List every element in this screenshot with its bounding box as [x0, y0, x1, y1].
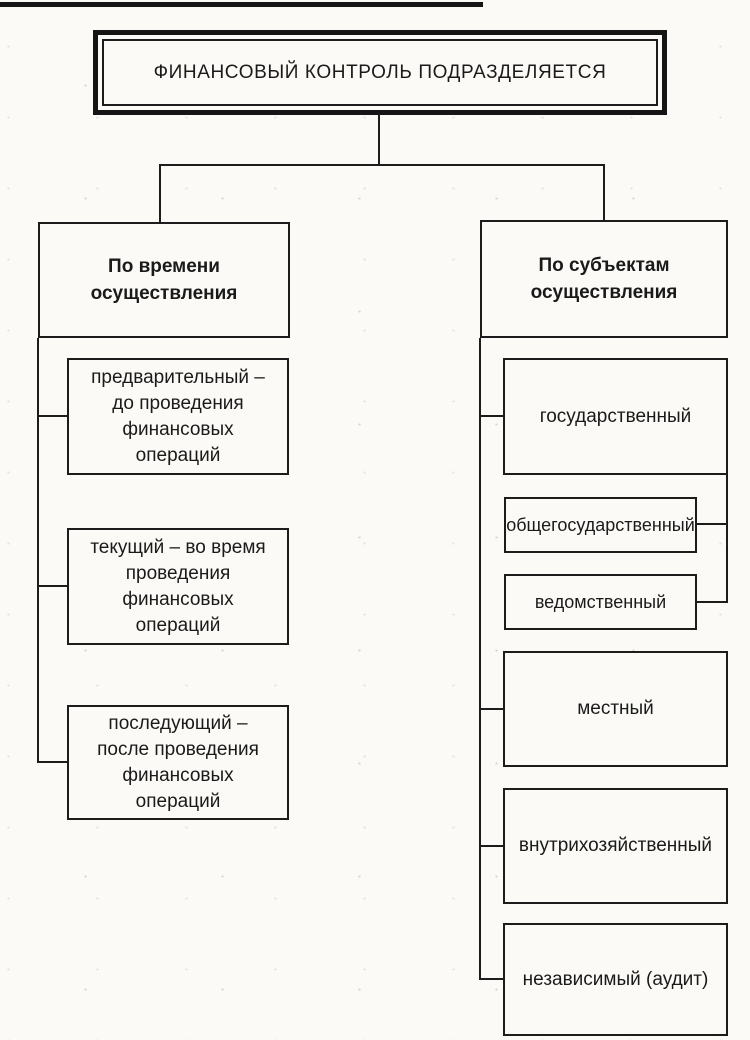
node-independent-audit: независимый (аудит)	[503, 923, 728, 1036]
connector-stub-current	[38, 585, 68, 587]
title-box: ФИНАНСОВЫЙ КОНТРОЛЬ ПОДРАЗДЕЛЯЕТСЯ	[93, 30, 667, 115]
branch-header-by-time: По времени осуществления	[38, 222, 290, 338]
connector-left-drop	[159, 164, 161, 224]
connector-stub-independent	[480, 978, 504, 980]
connector-right-drop	[603, 164, 605, 222]
node-internal: внутрихозяйственный	[503, 788, 728, 904]
node-subsequent: последующий – после проведения финансовы…	[67, 705, 289, 820]
connector-subbranch-bracket	[726, 473, 728, 603]
node-departmental: ведомственный	[504, 574, 697, 630]
connector-stub-local	[480, 708, 504, 710]
node-state: государственный	[503, 358, 728, 475]
scan-artifact-line	[0, 2, 483, 7]
connector-stub-preliminary	[38, 415, 68, 417]
connector-horizontal-bar	[159, 164, 605, 166]
node-current: текущий – во время проведения финансовых…	[67, 528, 289, 645]
connector-stub-nationwide	[695, 523, 728, 525]
connector-title-drop	[378, 113, 380, 166]
node-nationwide: общегосударственный	[504, 497, 697, 553]
connector-stub-departmental	[695, 601, 728, 603]
title-text: ФИНАНСОВЫЙ КОНТРОЛЬ ПОДРАЗДЕЛЯЕТСЯ	[102, 39, 658, 106]
node-local: местный	[503, 651, 728, 767]
connector-stub-state	[480, 415, 504, 417]
node-preliminary: предварительный – до проведения финансов…	[67, 358, 289, 475]
connector-right-spine	[479, 338, 481, 980]
connector-left-spine	[37, 338, 39, 763]
branch-header-by-subjects: По субъектам осуществления	[480, 220, 728, 338]
connector-stub-subsequent	[38, 761, 68, 763]
connector-stub-internal	[480, 845, 504, 847]
